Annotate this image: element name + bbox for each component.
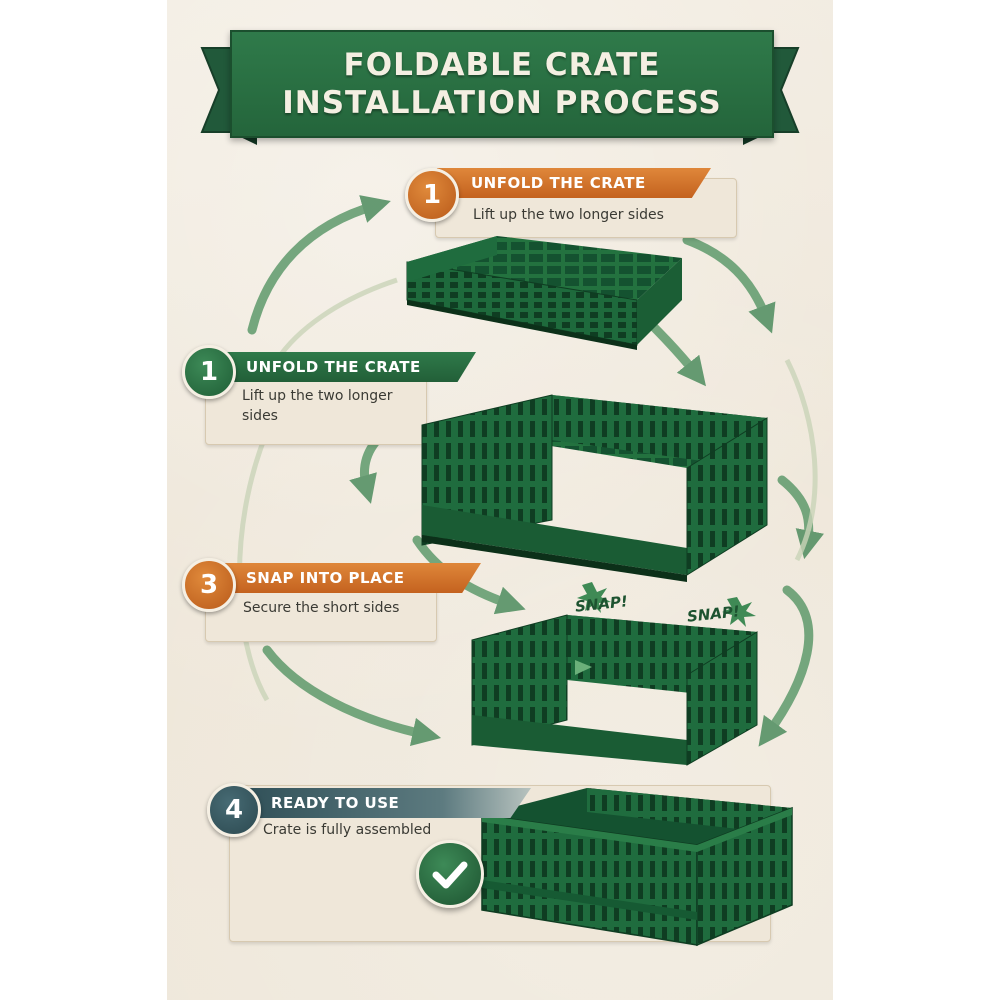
arrow-icon — [758, 585, 814, 747]
crate-folded — [406, 236, 682, 350]
poster: FOLDABLE CRATE INSTALLATION PROCESS 1 UN… — [167, 0, 833, 1000]
title-line-2: INSTALLATION PROCESS — [282, 85, 722, 121]
step-text-1: Lift up the two longer sides — [473, 207, 664, 223]
checkmark-icon — [432, 861, 468, 889]
checkmark-badge — [416, 840, 484, 908]
step-text-4: Crate is fully assembled — [263, 822, 432, 838]
crate-assembled — [481, 788, 793, 947]
burst-icon — [577, 582, 756, 627]
crate-snap — [471, 614, 758, 766]
step-number-2: 1 — [182, 345, 236, 399]
title-line-1: FOLDABLE CRATE — [343, 47, 661, 83]
step-heading-2: UNFOLD THE CRATE — [212, 352, 476, 382]
arrow-icon — [247, 195, 391, 335]
step-number-4: 4 — [207, 783, 261, 837]
arrow-icon — [682, 235, 776, 334]
arrow-icon — [575, 660, 592, 675]
step-text-2: Lift up the two longer sides — [242, 388, 393, 424]
step-number-1: 1 — [405, 168, 459, 222]
title-banner: FOLDABLE CRATE INSTALLATION PROCESS — [230, 30, 774, 138]
step-heading-4: READY TO USE — [237, 788, 531, 818]
step-number-3: 3 — [182, 558, 236, 612]
crates-layer — [406, 236, 793, 947]
step-heading-1: UNFOLD THE CRATE — [437, 168, 711, 198]
step-heading-3: SNAP INTO PLACE — [212, 563, 481, 593]
step-text-3: Secure the short sides — [243, 600, 400, 616]
arrow-icon — [262, 645, 442, 747]
crate-half-open — [421, 394, 768, 582]
